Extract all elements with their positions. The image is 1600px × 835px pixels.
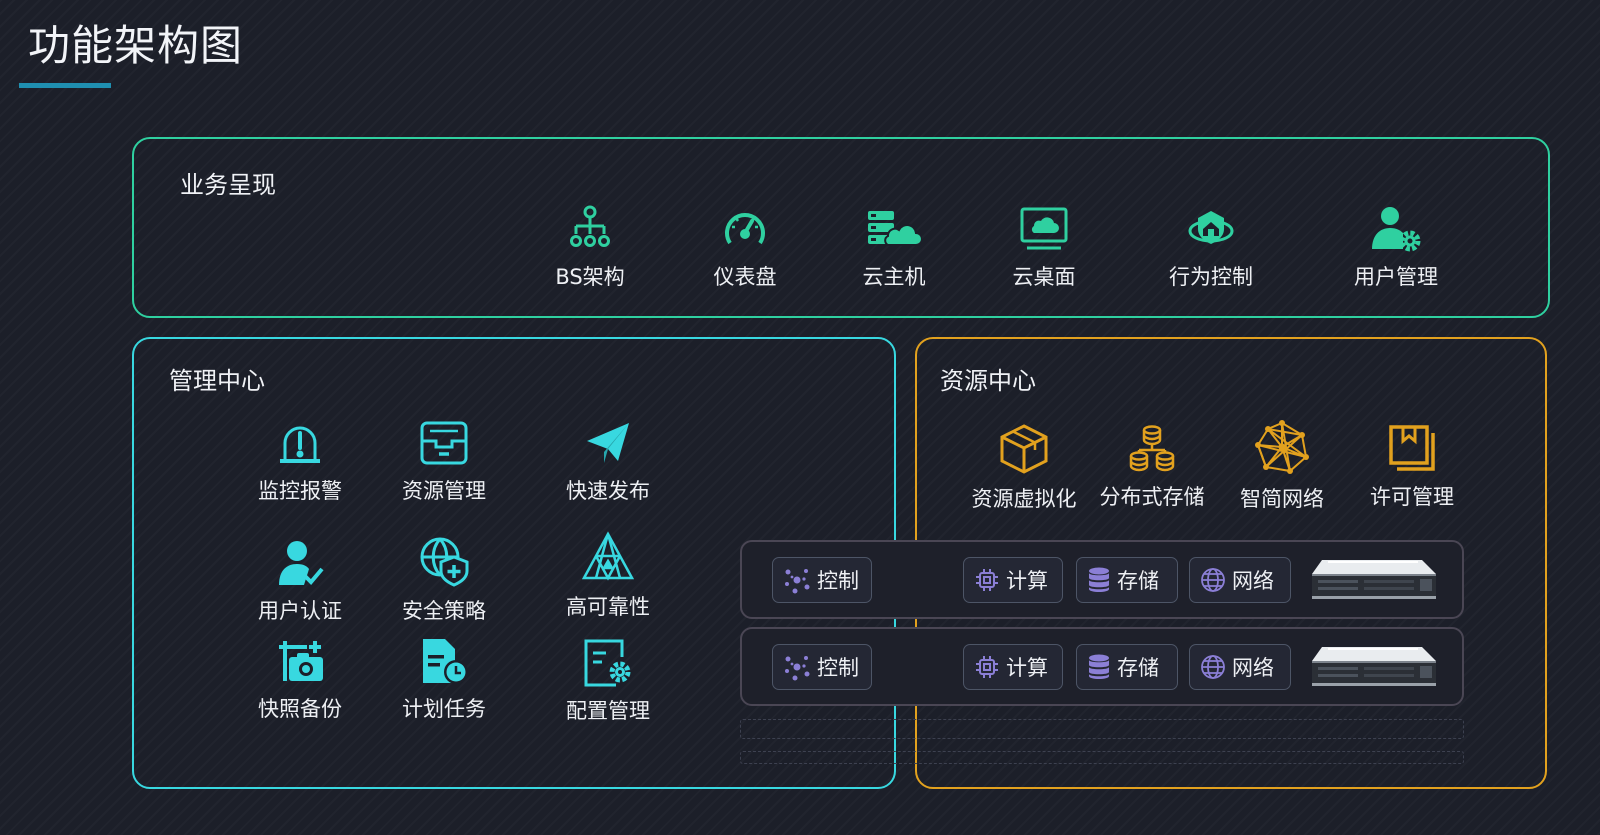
management-item-label: 安全策略 (402, 599, 486, 623)
business-panel-title: 业务呈现 (180, 171, 276, 199)
business-panel: 业务呈现 BS架构 仪表盘 云主机 云桌面 (132, 137, 1550, 318)
business-item-cloud-host[interactable]: 云主机 (824, 205, 964, 291)
management-item-config[interactable]: 配置管理 (538, 637, 678, 725)
globe-icon (1201, 568, 1225, 592)
cloud-server-icon (868, 211, 922, 246)
server-node-row: 控制 计算 存储 网络 (740, 540, 1464, 619)
resource-item-label: 分布式存储 (1099, 485, 1205, 509)
storage-chip[interactable]: 存储 (1076, 644, 1178, 690)
compute-chip[interactable]: 计算 (963, 557, 1063, 603)
control-label: 控制 (817, 656, 859, 680)
management-item-scheduled-task[interactable]: 计划任务 (374, 637, 514, 723)
management-item-label: 用户认证 (258, 599, 342, 623)
distributed-storage-icon (1129, 425, 1175, 472)
globe-shield-icon (420, 537, 469, 587)
control-cluster-icon (785, 569, 810, 594)
storage-label: 存储 (1117, 656, 1159, 680)
business-item-behavior-control[interactable]: 行为控制 (1141, 205, 1281, 291)
hierarchy-icon (570, 205, 610, 247)
management-item-security-policy[interactable]: 安全策略 (374, 535, 514, 625)
network-chip[interactable]: 网络 (1189, 644, 1291, 690)
scheduled-task-icon (423, 639, 468, 684)
compute-chip[interactable]: 计算 (963, 644, 1063, 690)
rack-server-image (1312, 560, 1436, 599)
snapshot-camera-icon (279, 641, 323, 681)
database-icon (1089, 654, 1109, 679)
cloud-desktop-icon (1020, 207, 1068, 250)
behavior-control-icon (1188, 211, 1234, 244)
resource-item-virtualization[interactable]: 资源虚拟化 (954, 423, 1094, 513)
management-item-label: 快速发布 (566, 479, 650, 503)
empty-server-slot (740, 751, 1464, 764)
title-underline (19, 83, 111, 88)
cpu-chip-icon (976, 569, 998, 591)
management-item-label: 监控报警 (258, 479, 342, 503)
globe-icon (1201, 655, 1225, 679)
management-panel-title: 管理中心 (169, 367, 265, 395)
management-item-label: 资源管理 (402, 479, 486, 503)
alarm-icon (280, 426, 320, 463)
management-item-label: 高可靠性 (566, 595, 650, 619)
network-mesh-icon (1255, 420, 1309, 474)
inbox-icon (420, 421, 468, 465)
management-item-snapshot[interactable]: 快照备份 (230, 637, 370, 723)
business-item-dashboard[interactable]: 仪表盘 (675, 205, 815, 291)
control-cluster-icon (785, 656, 810, 681)
business-item-bs-architecture[interactable]: BS架构 (520, 205, 660, 291)
management-item-user-auth[interactable]: 用户认证 (230, 539, 370, 625)
control-chip[interactable]: 控制 (772, 557, 872, 603)
resource-panel-title: 资源中心 (940, 367, 1036, 395)
business-item-user-management[interactable]: 用户管理 (1326, 205, 1466, 291)
compute-label: 计算 (1006, 569, 1048, 593)
license-book-icon (1389, 425, 1435, 471)
triangle-network-icon (582, 531, 634, 581)
business-item-cloud-desktop[interactable]: 云桌面 (974, 205, 1114, 291)
management-item-resource-mgmt[interactable]: 资源管理 (374, 419, 514, 505)
rack-server-image (1312, 647, 1436, 686)
management-item-label: 快照备份 (258, 697, 342, 721)
cube-icon (1000, 424, 1048, 474)
business-item-label: 云主机 (862, 265, 926, 289)
network-label: 网络 (1232, 569, 1274, 593)
resource-item-smart-network[interactable]: 智简网络 (1212, 419, 1352, 513)
server-node-row: 控制 计算 存储 网络 (740, 627, 1464, 706)
config-gear-icon (584, 639, 631, 687)
cpu-chip-icon (976, 656, 998, 678)
storage-chip[interactable]: 存储 (1076, 557, 1178, 603)
control-label: 控制 (817, 569, 859, 593)
business-item-label: 行为控制 (1169, 265, 1253, 289)
paper-plane-icon (587, 423, 629, 463)
page-title: 功能架构图 (28, 21, 244, 70)
management-item-label: 配置管理 (566, 699, 650, 723)
resource-item-label: 许可管理 (1370, 485, 1454, 509)
network-label: 网络 (1232, 656, 1274, 680)
storage-label: 存储 (1117, 569, 1159, 593)
database-icon (1089, 567, 1109, 592)
management-item-quick-release[interactable]: 快速发布 (538, 419, 678, 505)
compute-label: 计算 (1006, 656, 1048, 680)
user-settings-icon (1372, 207, 1421, 252)
management-item-high-reliability[interactable]: 高可靠性 (538, 531, 678, 621)
management-item-label: 计划任务 (402, 697, 486, 721)
empty-server-slot (740, 719, 1464, 739)
business-item-label: 云桌面 (1012, 265, 1076, 289)
user-check-icon (279, 541, 324, 585)
business-item-label: 用户管理 (1354, 265, 1438, 289)
network-chip[interactable]: 网络 (1189, 557, 1291, 603)
resource-item-label: 资源虚拟化 (971, 487, 1077, 511)
resource-item-label: 智简网络 (1240, 487, 1324, 511)
resource-panel: 资源中心 资源虚拟化 分布式存储 智简网络 (915, 337, 1547, 789)
resource-item-distributed-storage[interactable]: 分布式存储 (1082, 423, 1222, 511)
control-chip[interactable]: 控制 (772, 644, 872, 690)
management-item-monitoring[interactable]: 监控报警 (230, 419, 370, 505)
resource-item-license[interactable]: 许可管理 (1342, 423, 1482, 511)
business-item-label: BS架构 (555, 265, 625, 289)
management-panel: 管理中心 监控报警 资源管理 快速发布 用户认证 (132, 337, 896, 789)
business-item-label: 仪表盘 (713, 265, 777, 289)
dashboard-gauge-icon (725, 213, 765, 245)
